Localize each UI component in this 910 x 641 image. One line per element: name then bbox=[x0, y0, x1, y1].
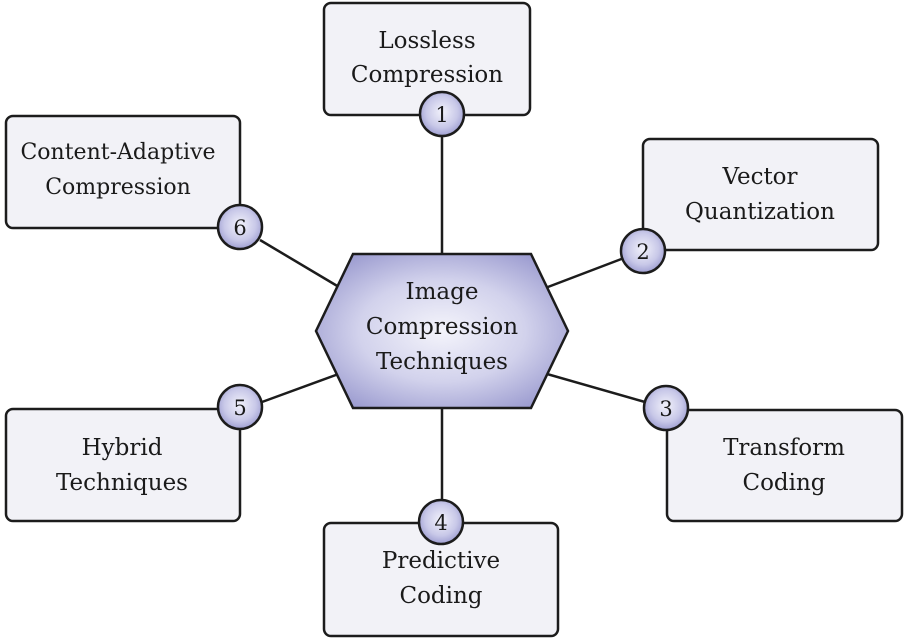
node-6-label-line-1: Content-Adaptive bbox=[20, 140, 215, 165]
node-3: Transform Coding bbox=[665, 408, 904, 523]
badge-3-number: 3 bbox=[659, 397, 672, 421]
badge-6-number: 6 bbox=[233, 216, 246, 240]
node-4-label-line-1: Predictive bbox=[382, 548, 500, 574]
node-3-box bbox=[665, 408, 904, 523]
badge-3-circle bbox=[642, 384, 690, 432]
node-5: Hybrid Techniques bbox=[4, 407, 242, 523]
connector-3 bbox=[539, 370, 646, 404]
node-5-box bbox=[4, 407, 242, 523]
badge-5-circle bbox=[216, 383, 264, 431]
badge-2-number: 2 bbox=[636, 240, 649, 264]
badge-4-number: 4 bbox=[434, 511, 447, 535]
connectors bbox=[259, 137, 646, 499]
center-label-line-1: Image bbox=[406, 279, 479, 305]
node-5-label-line-1: Hybrid bbox=[82, 435, 163, 461]
center-hexagon bbox=[314, 252, 570, 410]
badge-4-circle bbox=[417, 498, 465, 546]
node-1: Lossless Compression bbox=[322, 1, 532, 117]
node-2-box bbox=[641, 137, 880, 252]
node-6: Content-Adaptive Compression bbox=[4, 114, 242, 230]
badge-6-circle bbox=[216, 203, 264, 251]
connector-2 bbox=[539, 256, 625, 292]
badge-2-circle bbox=[619, 227, 667, 275]
badge-3: 3 bbox=[642, 384, 690, 432]
node-3-label-line-2: Coding bbox=[742, 470, 825, 496]
badge-4: 4 bbox=[417, 498, 465, 546]
connector-5 bbox=[261, 370, 345, 404]
node-5-label-line-2: Techniques bbox=[56, 470, 188, 496]
node-6-box bbox=[4, 114, 242, 230]
node-2: Vector Quantization bbox=[641, 137, 880, 252]
connector-6 bbox=[259, 238, 345, 292]
node-1-label-line-1: Lossless bbox=[378, 28, 475, 54]
node-4-label-line-2: Coding bbox=[399, 583, 482, 609]
node-6-label-line-2: Compression bbox=[45, 175, 191, 200]
node-2-label-line-1: Vector bbox=[721, 164, 797, 190]
badge-1-number: 1 bbox=[435, 103, 448, 127]
node-1-label-line-2: Compression bbox=[351, 62, 503, 88]
badge-1: 1 bbox=[418, 90, 466, 138]
center-label-line-3: Techniques bbox=[376, 349, 508, 375]
badge-6: 6 bbox=[216, 203, 264, 251]
badge-1-circle bbox=[418, 90, 466, 138]
node-2-label-line-2: Quantization bbox=[685, 199, 835, 225]
node-3-label-line-1: Transform bbox=[723, 435, 845, 461]
center-node: Image Compression Techniques bbox=[314, 252, 570, 410]
badge-2: 2 bbox=[619, 227, 667, 275]
badge-5: 5 bbox=[216, 383, 264, 431]
badge-5-number: 5 bbox=[233, 396, 246, 420]
center-label-line-2: Compression bbox=[366, 314, 518, 340]
